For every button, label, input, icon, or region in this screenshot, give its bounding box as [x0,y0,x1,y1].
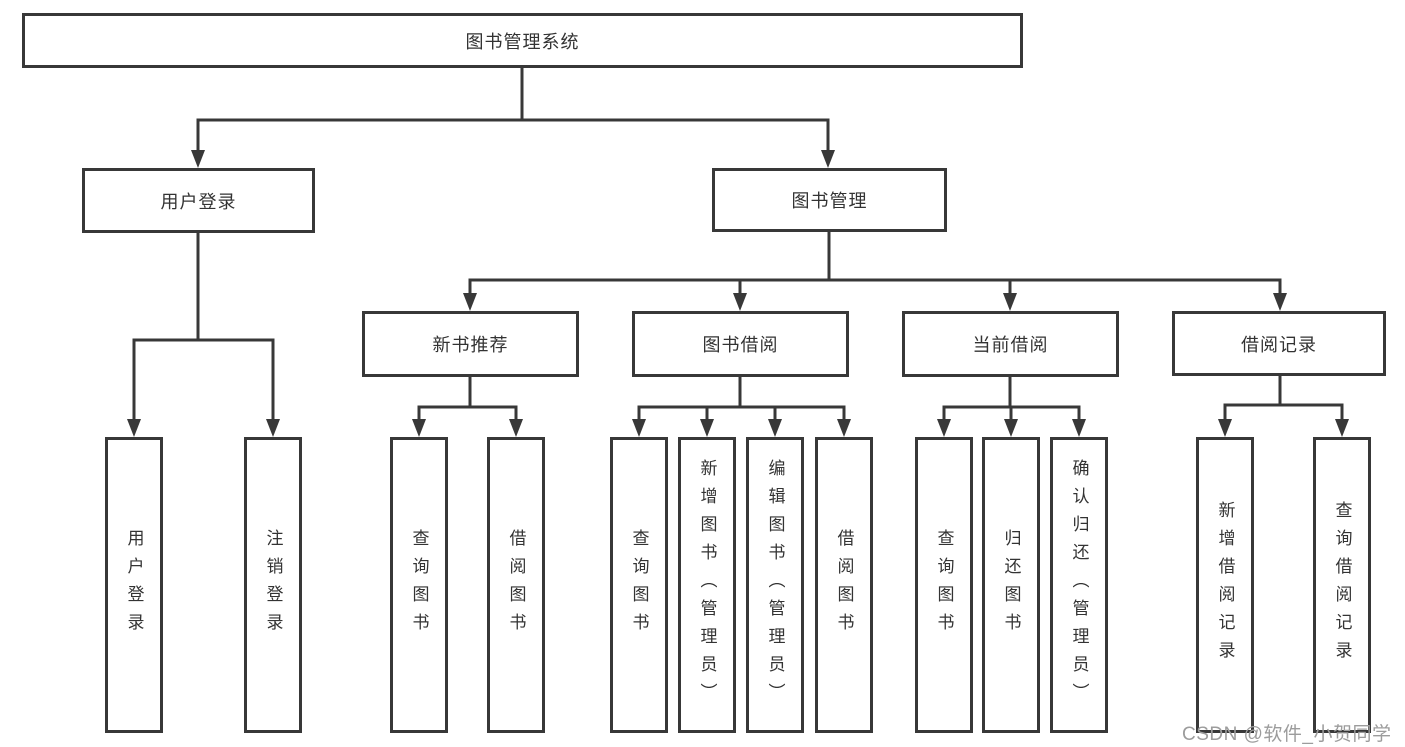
node-library-management-system: 图书管理系统 [22,13,1023,68]
leaf-query-books: 查询图书 [390,437,448,733]
node-label: 用户登录 [160,191,237,212]
leaf-user-login: 用户登录 [105,437,163,733]
leaf-label: 用户登录 [124,529,144,641]
leaf-query-books: 查询图书 [915,437,973,733]
leaf-label: 查询图书 [934,529,954,641]
leaf-edit-book-admin: 编辑图书（管理员） [746,437,804,733]
node-label: 图书管理 [791,191,868,211]
leaf-add-borrow-record: 新增借阅记录 [1196,437,1254,733]
leaf-label: 确认归还（管理员） [1069,459,1089,711]
leaf-borrow-books: 借阅图书 [815,437,873,733]
leaf-label: 新增图书（管理员） [697,459,717,711]
leaf-logout: 注销登录 [244,437,302,733]
leaf-label: 注销登录 [263,529,283,641]
leaf-label: 编辑图书（管理员） [765,459,785,711]
leaf-return-books: 归还图书 [982,437,1040,733]
leaf-query-books: 查询图书 [610,437,668,733]
node-label: 图书借阅 [702,335,779,355]
csdn-watermark: CSDN @软件_小贺同学 [1182,724,1392,745]
leaf-label: 查询图书 [409,529,429,641]
leaf-add-book-admin: 新增图书（管理员） [678,437,736,733]
node-label: 图书管理系统 [465,31,580,52]
leaf-label: 新增借阅记录 [1215,501,1235,669]
node-borrowing-records: 借阅记录 [1172,311,1386,376]
node-user-login: 用户登录 [82,168,315,233]
leaf-borrow-books: 借阅图书 [487,437,545,733]
node-book-management: 图书管理 [712,168,947,232]
leaf-label: 归还图书 [1001,529,1021,641]
node-label: 新书推荐 [432,335,509,355]
leaf-label: 查询图书 [629,529,649,641]
leaf-label: 查询借阅记录 [1332,501,1352,669]
leaf-confirm-return-admin: 确认归还（管理员） [1050,437,1108,733]
leaf-label: 借阅图书 [506,529,526,641]
node-new-book-recommend: 新书推荐 [362,311,579,377]
node-label: 借阅记录 [1241,334,1317,355]
node-book-borrowing: 图书借阅 [632,311,849,377]
node-label: 当前借阅 [972,335,1049,355]
leaf-query-borrow-record: 查询借阅记录 [1313,437,1371,733]
node-current-borrowing: 当前借阅 [902,311,1119,377]
leaf-label: 借阅图书 [834,529,854,641]
